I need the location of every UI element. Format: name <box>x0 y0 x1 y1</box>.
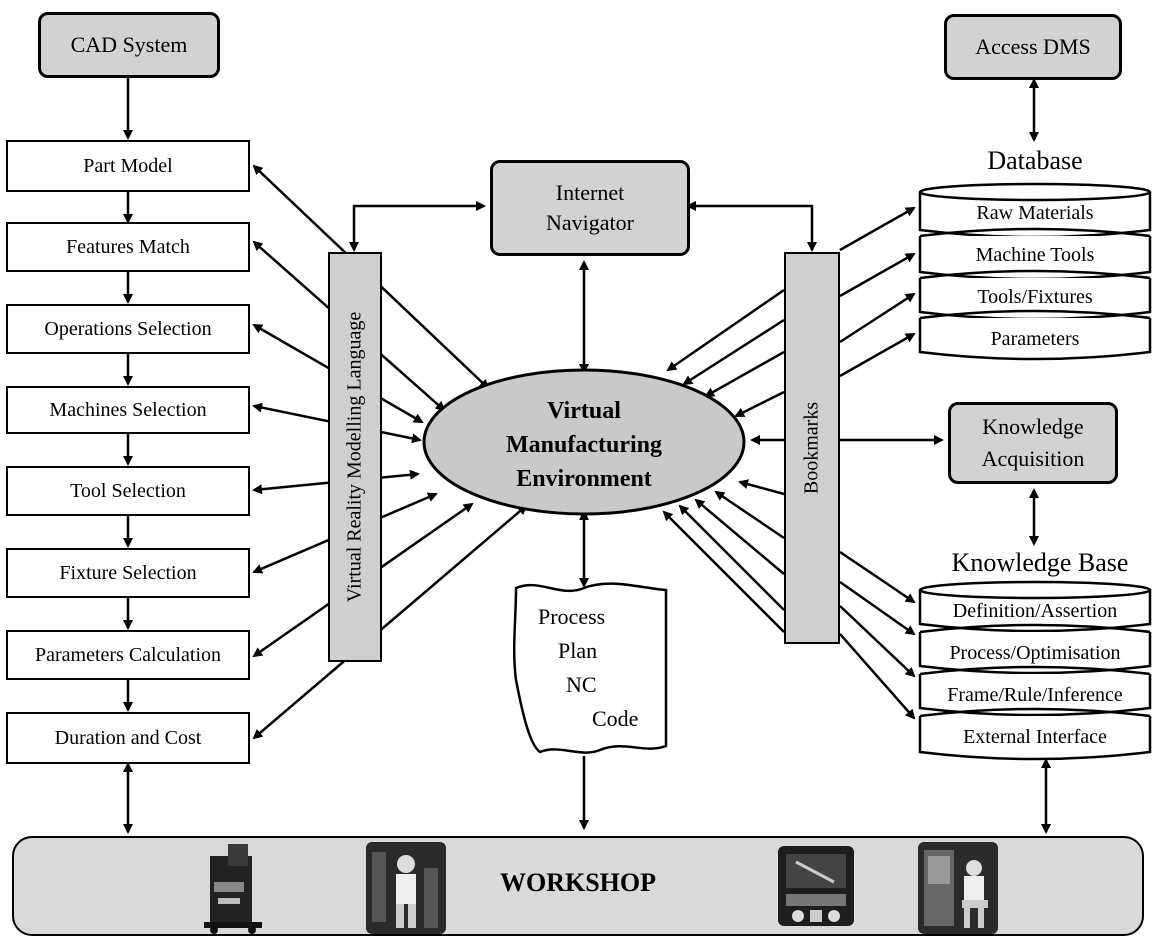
step-machines-selection: Machines Selection <box>6 386 250 434</box>
process-line-1: Process <box>538 604 606 629</box>
step-fixture-selection: Fixture Selection <box>6 548 250 598</box>
workshop-panel: WORKSHOP <box>12 836 1144 936</box>
process-line-2: Plan <box>558 638 598 663</box>
navigator-line-2: Navigator <box>546 210 634 235</box>
navigator-line-1: Internet <box>555 180 625 205</box>
step-label: Fixture Selection <box>59 561 197 584</box>
vme-label: Virtual Manufacturing Environment <box>464 394 704 496</box>
database-title: Database <box>987 146 1083 175</box>
kb-definition-assertion: Definition/Assertion <box>952 599 1118 622</box>
process-line-3: NC <box>566 672 597 697</box>
vme-line-2: Manufacturing <box>506 432 662 458</box>
step-label: Operations Selection <box>44 317 212 340</box>
bookmarks-bar: Bookmarks <box>784 252 840 644</box>
cnc-machine-icon <box>778 846 854 926</box>
step-duration-and-cost: Duration and Cost <box>6 712 250 764</box>
step-features-match: Features Match <box>6 222 250 272</box>
internet-navigator-box: Internet Navigator <box>490 160 690 256</box>
step-part-model: Part Model <box>6 140 250 192</box>
db-machine-tools: Machine Tools <box>975 243 1095 266</box>
cad-system-label: CAD System <box>70 32 188 57</box>
knowledge-base-title: Knowledge Base <box>951 548 1129 577</box>
cad-system-box: CAD System <box>38 12 220 78</box>
access-dms-label: Access DMS <box>975 34 1091 59</box>
step-label: Machines Selection <box>49 398 207 421</box>
step-label: Features Match <box>66 235 190 258</box>
access-dms-box: Access DMS <box>944 14 1122 80</box>
kb-process-optimisation: Process/Optimisation <box>949 641 1121 664</box>
db-parameters: Parameters <box>990 327 1080 350</box>
process-plan-text: Process Plan NC Code <box>516 600 666 736</box>
machine-cart-icon <box>204 844 262 934</box>
knowledge-acq-line-1: Knowledge <box>982 414 1084 439</box>
process-line-4: Code <box>592 706 639 731</box>
step-tool-selection: Tool Selection <box>6 466 250 516</box>
step-operations-selection: Operations Selection <box>6 304 250 354</box>
knowledge-acq-line-2: Acquisition <box>981 446 1085 471</box>
vme-line-3: Environment <box>516 466 652 492</box>
db-tools-fixtures: Tools/Fixtures <box>977 285 1093 308</box>
knowledge-acquisition-box: Knowledge Acquisition <box>948 402 1118 484</box>
bookmarks-label: Bookmarks <box>800 401 823 495</box>
step-label: Part Model <box>83 154 173 177</box>
vrml-bar: Virtual Reality Modelling Language <box>328 252 382 662</box>
process-plan-shape <box>512 582 668 754</box>
workshop-label: WORKSHOP <box>499 868 656 897</box>
operator-icon <box>918 842 998 934</box>
step-label: Duration and Cost <box>54 726 202 749</box>
step-parameters-calculation: Parameters Calculation <box>6 630 250 680</box>
worker-icon <box>366 842 446 934</box>
db-raw-materials: Raw Materials <box>976 201 1094 224</box>
vrml-label: Virtual Reality Modelling Language <box>343 311 366 603</box>
step-label: Parameters Calculation <box>34 643 222 666</box>
step-label: Tool Selection <box>70 479 186 502</box>
vme-line-1: Virtual <box>547 398 621 424</box>
kb-frame-rule-inference: Frame/Rule/Inference <box>947 683 1123 706</box>
vme-ellipse <box>422 368 746 516</box>
kb-external-interface: External Interface <box>963 725 1107 748</box>
